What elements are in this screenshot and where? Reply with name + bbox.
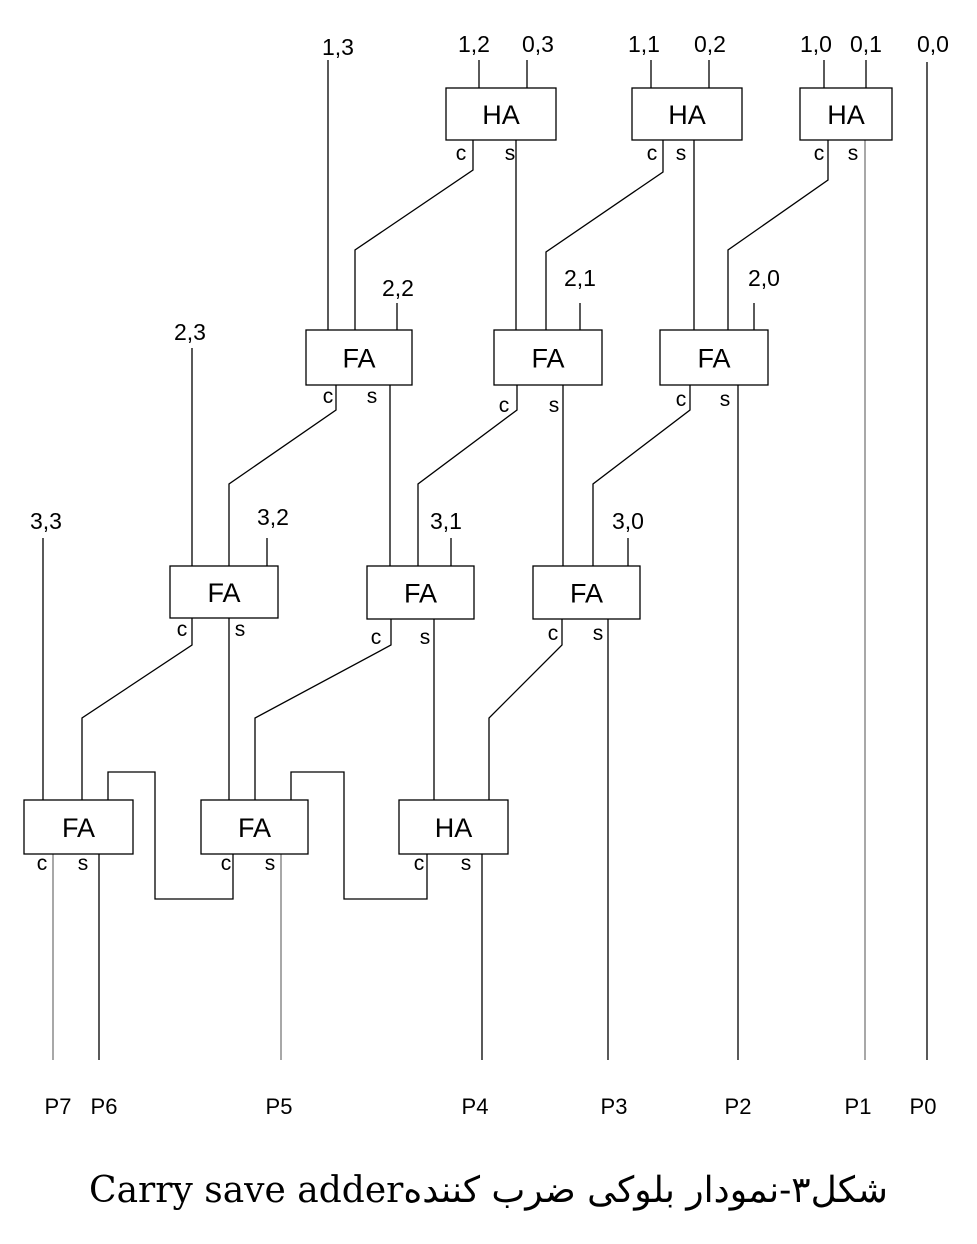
- block-label-fa_r2_c: FA: [697, 344, 730, 374]
- block-fa_r3_b: [366, 565, 475, 620]
- block-label-ha_r1_c: HA: [827, 100, 865, 130]
- block-ha_r1_c: [799, 87, 893, 141]
- figure-caption: شکل۳-نمودار بلوکی ضرب کنندهCarry save ad…: [0, 1170, 977, 1211]
- block-label-fa_r2_b: FA: [531, 344, 564, 374]
- output-label-p7: P7: [45, 1094, 72, 1119]
- input-label-3-2: 3,2: [257, 504, 289, 530]
- block-fa_r3_c: [532, 565, 641, 620]
- carry-wire-fa2a-fa3a: [228, 385, 337, 566]
- caption-latin: Carry save adder: [89, 1170, 404, 1211]
- caption-persian: شکل۳-نمودار بلوکی ضرب کننده: [403, 1170, 888, 1211]
- carry-label-fa_r3_b: c: [371, 626, 382, 649]
- carry-label-fa_r3_a: c: [177, 618, 188, 641]
- carry-wire-fa3c-ha4c: [488, 619, 563, 800]
- sum-label-fa_r3_a: s: [235, 618, 246, 641]
- input-label-1-1: 1,1: [628, 31, 660, 57]
- input-label-3-1: 3,1: [430, 508, 462, 534]
- carry-label-fa_r2_b: c: [499, 394, 510, 417]
- block-label-ha_r1_b: HA: [668, 100, 706, 130]
- carry-label-fa_r3_c: c: [548, 622, 559, 645]
- carry-wire-fa3a-fa4a: [81, 618, 193, 800]
- block-ha_r1_b: [631, 87, 743, 141]
- output-label-p0: P0: [910, 1094, 937, 1119]
- carry-label-fa_r2_a: c: [323, 385, 334, 408]
- carry-label-fa_r4_a: c: [37, 852, 48, 875]
- sum-label-ha_r1_c: s: [848, 142, 859, 165]
- sum-label-fa_r3_b: s: [420, 626, 431, 649]
- block-label-ha_r4_c: HA: [435, 813, 473, 843]
- block-label-ha_r1_a: HA: [482, 100, 520, 130]
- block-fa_r2_c: [659, 329, 769, 386]
- sum-label-ha_r1_b: s: [676, 142, 687, 165]
- carry-label-ha_r4_c: c: [414, 852, 425, 875]
- sum-label-fa_r2_a: s: [367, 385, 378, 408]
- carry-wire-ha1a-fa2a: [354, 140, 474, 330]
- carry-label-fa_r2_c: c: [676, 388, 687, 411]
- input-label-2-3: 2,3: [174, 319, 206, 345]
- input-label-1-2: 1,2: [458, 31, 490, 57]
- input-label-1-0: 1,0: [800, 31, 832, 57]
- block-label-fa_r3_a: FA: [207, 578, 240, 608]
- output-label-p5: P5: [266, 1094, 293, 1119]
- carry-wire-ha1c-fa2c: [727, 140, 829, 330]
- input-label-2-1: 2,1: [564, 265, 596, 291]
- block-fa_r2_a: [305, 329, 413, 386]
- carry-wire-fa2c-fa3c: [592, 385, 691, 566]
- block-ha_r4_c: [398, 799, 509, 855]
- input-label-3-0: 3,0: [612, 508, 644, 534]
- output-label-p2: P2: [725, 1094, 752, 1119]
- block-label-fa_r3_c: FA: [570, 579, 603, 609]
- input-label-0-2: 0,2: [694, 31, 726, 57]
- block-fa_r2_b: [493, 329, 603, 386]
- carry-label-ha_r1_a: c: [456, 142, 467, 165]
- block-label-fa_r2_a: FA: [342, 344, 375, 374]
- input-label-2-2: 2,2: [382, 275, 414, 301]
- input-label-0-3: 0,3: [522, 31, 554, 57]
- carry-label-ha_r1_c: c: [814, 142, 825, 165]
- block-label-fa_r4_a: FA: [62, 813, 95, 843]
- output-label-p4: P4: [462, 1094, 489, 1119]
- sum-label-fa_r4_a: s: [78, 852, 89, 875]
- block-ha_r1_a: [445, 87, 557, 141]
- block-label-fa_r3_b: FA: [404, 579, 437, 609]
- block-fa_r4_b: [200, 799, 309, 855]
- carry-wire-fa3b-fa4b: [254, 619, 392, 800]
- sum-label-ha_r4_c: s: [461, 852, 472, 875]
- carry-wire-ha1b-fa2b: [545, 140, 664, 330]
- output-label-p6: P6: [91, 1094, 118, 1119]
- output-label-p3: P3: [601, 1094, 628, 1119]
- carry-label-ha_r1_b: c: [647, 142, 658, 165]
- sum-label-fa_r2_c: s: [720, 388, 731, 411]
- sum-label-fa_r2_b: s: [549, 394, 560, 417]
- carry-wire-fa4b-fa4a: [107, 771, 234, 900]
- output-label-p1: P1: [845, 1094, 872, 1119]
- sum-label-fa_r3_c: s: [593, 622, 604, 645]
- carry-wire-fa2b-fa3b: [417, 385, 518, 566]
- sum-label-fa_r4_b: s: [265, 852, 276, 875]
- input-label-0-0: 0,0: [917, 31, 949, 57]
- sum-label-ha_r1_a: s: [505, 142, 516, 165]
- carry-wire-ha4c-fa4b: [290, 771, 428, 900]
- carry-label-fa_r4_b: c: [221, 852, 232, 875]
- block-fa_r3_a: [169, 565, 279, 619]
- input-label-1-3: 1,3: [322, 34, 354, 60]
- input-label-3-3: 3,3: [30, 508, 62, 534]
- input-label-2-0: 2,0: [748, 265, 780, 291]
- block-label-fa_r4_b: FA: [238, 813, 271, 843]
- input-label-0-1: 0,1: [850, 31, 882, 57]
- block-fa_r4_a: [23, 799, 134, 855]
